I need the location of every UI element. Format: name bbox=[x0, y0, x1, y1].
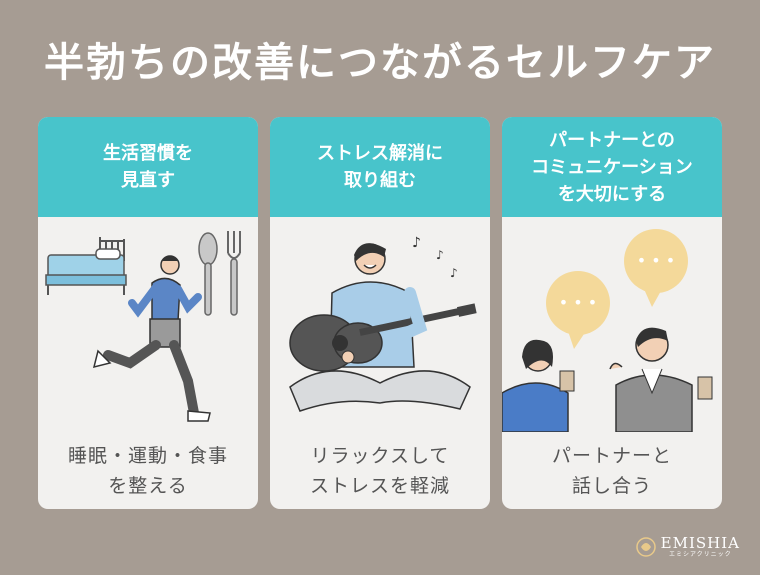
card-heading: ストレス解消に 取り組む bbox=[270, 117, 490, 217]
couple-icon bbox=[502, 327, 713, 432]
card-communication: パートナーとの コミュニケーション を大切にする • • • • • • bbox=[502, 117, 722, 509]
card-caption: パートナーと 話し合う bbox=[551, 444, 672, 497]
card-heading: パートナーとの コミュニケーション を大切にする bbox=[502, 117, 722, 217]
svg-text:• • •: • • • bbox=[559, 293, 597, 312]
logo-mark-icon bbox=[635, 537, 656, 557]
page-title: 半勃ちの改善につながるセルフケア bbox=[44, 40, 716, 86]
music-note-icon: ♪ ♪ ♪ bbox=[412, 235, 458, 280]
speech-bubble-icon: • • • • • • bbox=[546, 229, 688, 349]
card-caption: リラックスして ストレスを軽減 bbox=[309, 444, 450, 497]
card-lifestyle: 生活習慣を 見直す bbox=[38, 117, 258, 509]
fork-icon bbox=[227, 231, 241, 316]
logo-name: EMISHIA bbox=[660, 534, 740, 552]
lifestyle-illustration bbox=[38, 217, 258, 432]
clinic-logo: EMISHIA エミシアクリニック bbox=[635, 533, 740, 561]
runner-icon bbox=[92, 255, 211, 422]
communication-illustration: • • • • • • bbox=[502, 217, 722, 432]
stress-illustration: ♪ ♪ ♪ bbox=[270, 217, 490, 432]
svg-text:♪: ♪ bbox=[412, 235, 421, 251]
spoon-icon bbox=[198, 232, 218, 316]
svg-text:♪: ♪ bbox=[450, 266, 458, 280]
logo-subtitle: エミシアクリニック bbox=[668, 551, 732, 558]
card-heading: 生活習慣を 見直す bbox=[38, 117, 258, 217]
guitar-player-icon bbox=[289, 243, 477, 412]
svg-text:♪: ♪ bbox=[436, 248, 444, 262]
svg-text:• • •: • • • bbox=[637, 251, 675, 270]
card-caption: 睡眠・運動・食事 を整える bbox=[67, 444, 228, 497]
card-stress: ストレス解消に 取り組む ♪ ♪ ♪ リラッ bbox=[270, 117, 490, 509]
bed-icon bbox=[45, 237, 127, 295]
